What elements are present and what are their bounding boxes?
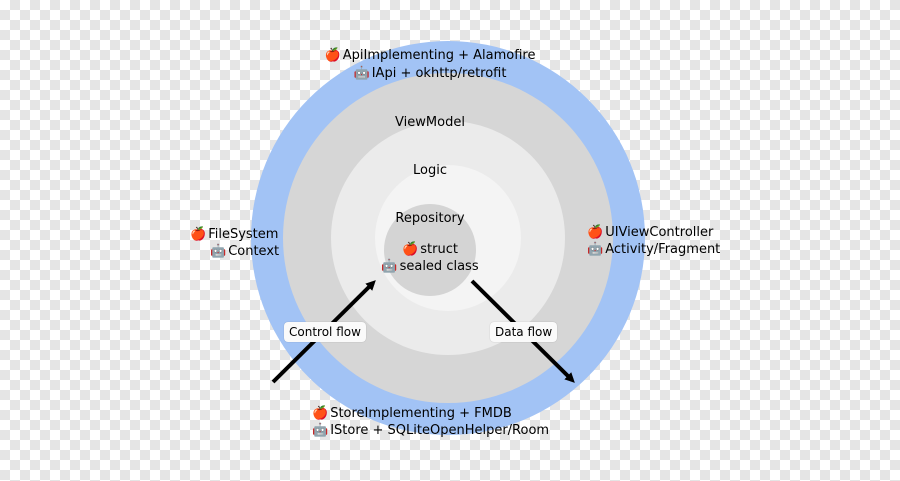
- control-flow-label: Control flow: [284, 322, 366, 342]
- logic-label: Logic: [413, 163, 447, 178]
- bottom-ios-label: 🍎StoreImplementing + FMDB: [312, 406, 512, 421]
- android-robot-icon: 🤖: [381, 259, 398, 274]
- apple-icon: 🍎: [312, 406, 329, 421]
- android-robot-icon: 🤖: [210, 244, 227, 259]
- right-ios-label: 🍎UIViewController: [587, 225, 714, 240]
- top-android-label: 🤖IApi + okhttp/retrofit: [353, 66, 507, 81]
- android-robot-icon: 🤖: [312, 423, 329, 438]
- core-ios-label: 🍎struct: [402, 242, 458, 257]
- core-android-label: 🤖sealed class: [381, 259, 479, 274]
- left-ios-label: 🍎FileSystem: [190, 227, 279, 242]
- apple-icon: 🍎: [190, 227, 207, 242]
- apple-icon: 🍎: [402, 242, 419, 257]
- right-android-label: 🤖Activity/Fragment: [587, 242, 721, 257]
- data-flow-label: Data flow: [490, 322, 558, 342]
- core-circle: [384, 204, 476, 296]
- apple-icon: 🍎: [587, 225, 604, 240]
- bottom-android-label: 🤖IStore + SQLiteOpenHelper/Room: [312, 423, 550, 438]
- viewmodel-label: ViewModel: [395, 115, 465, 130]
- apple-icon: 🍎: [324, 48, 341, 63]
- left-android-label: 🤖Context: [210, 244, 280, 259]
- top-ios-label: 🍎ApiImplementing + Alamofire: [324, 48, 536, 63]
- android-robot-icon: 🤖: [587, 242, 604, 257]
- android-robot-icon: 🤖: [353, 66, 370, 81]
- repository-label: Repository: [395, 211, 465, 226]
